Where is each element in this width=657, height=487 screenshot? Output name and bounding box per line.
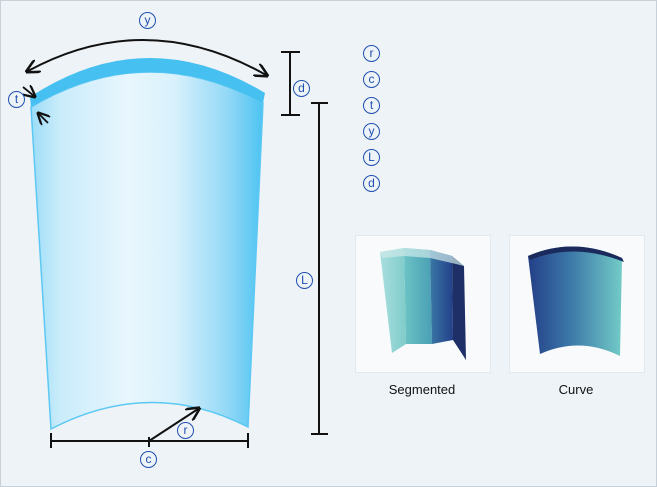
dimension-legend: r c t y L d	[363, 43, 388, 194]
segmented-panel-icon	[380, 248, 466, 360]
legend-item-d: d	[363, 173, 388, 194]
dimension-r-arrow	[148, 409, 198, 442]
option-segmented-label[interactable]: Segmented	[388, 382, 456, 397]
legend-item-L: L	[363, 147, 388, 168]
dimension-y-arc	[28, 38, 266, 75]
dimension-t-arrow-top	[23, 87, 34, 96]
legend-symbol: r	[363, 45, 380, 62]
label-L: L	[296, 272, 313, 289]
label-y: y	[139, 12, 156, 29]
label-c: c	[140, 451, 157, 468]
legend-item-r: r	[363, 43, 388, 64]
legend-symbol: d	[363, 175, 380, 192]
dimension-t-arrow-bottom	[39, 114, 48, 123]
curved-panel	[30, 71, 264, 431]
legend-symbol: c	[363, 71, 380, 88]
legend-symbol: L	[363, 149, 380, 166]
option-curve-thumbnail[interactable]	[509, 235, 645, 373]
curved-panel-icon	[528, 246, 624, 356]
option-curve-label[interactable]: Curve	[558, 382, 594, 397]
label-t: t	[8, 91, 25, 108]
dimension-L-bracket	[311, 102, 328, 435]
legend-symbol: y	[363, 123, 380, 140]
legend-symbol: t	[363, 97, 380, 114]
dimension-d-bracket	[281, 51, 300, 116]
legend-item-t: t	[363, 95, 388, 116]
legend-item-c: c	[363, 69, 388, 90]
label-r: r	[177, 422, 194, 439]
option-segmented-thumbnail[interactable]	[355, 235, 491, 373]
label-d: d	[293, 80, 310, 97]
legend-item-y: y	[363, 121, 388, 142]
